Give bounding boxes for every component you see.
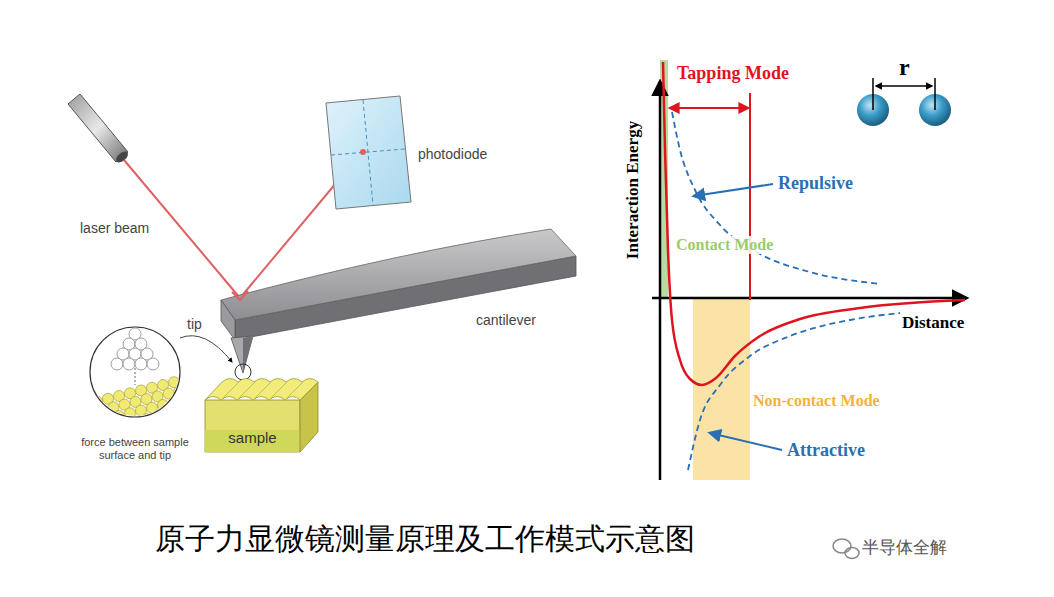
atom-pair bbox=[857, 78, 951, 126]
axis-title: Distance bbox=[902, 313, 964, 333]
curve-label: Attractive bbox=[787, 440, 865, 461]
tip bbox=[231, 336, 253, 380]
inset-caption: force between sample surface and tip bbox=[70, 436, 200, 461]
atom-inset bbox=[81, 327, 233, 450]
laser-source bbox=[68, 94, 130, 165]
mode-label: Non-contact Mode bbox=[753, 392, 880, 410]
part-label: tip bbox=[187, 316, 202, 332]
sample-box: sample bbox=[205, 400, 300, 452]
curve-label: Repulsive bbox=[778, 173, 853, 194]
wechat-icon bbox=[833, 539, 859, 559]
distance-symbol: r bbox=[899, 54, 910, 82]
axis-title: Interaction Energy bbox=[623, 121, 643, 259]
node-label: sample bbox=[228, 429, 276, 446]
sample-block bbox=[205, 379, 319, 453]
part-label: photodiode bbox=[418, 146, 487, 162]
cantilever bbox=[221, 229, 576, 340]
photodiode bbox=[326, 96, 411, 209]
part-label: laser beam bbox=[80, 220, 149, 236]
energy-chart bbox=[652, 60, 966, 480]
watermark: 半导体全解 bbox=[862, 538, 947, 558]
mode-label: Tapping Mode bbox=[677, 63, 789, 84]
figure-caption: 原子力显微镜测量原理及工作模式示意图 bbox=[155, 522, 695, 557]
mode-label: Contact Mode bbox=[674, 236, 775, 254]
part-label: cantilever bbox=[476, 312, 536, 328]
